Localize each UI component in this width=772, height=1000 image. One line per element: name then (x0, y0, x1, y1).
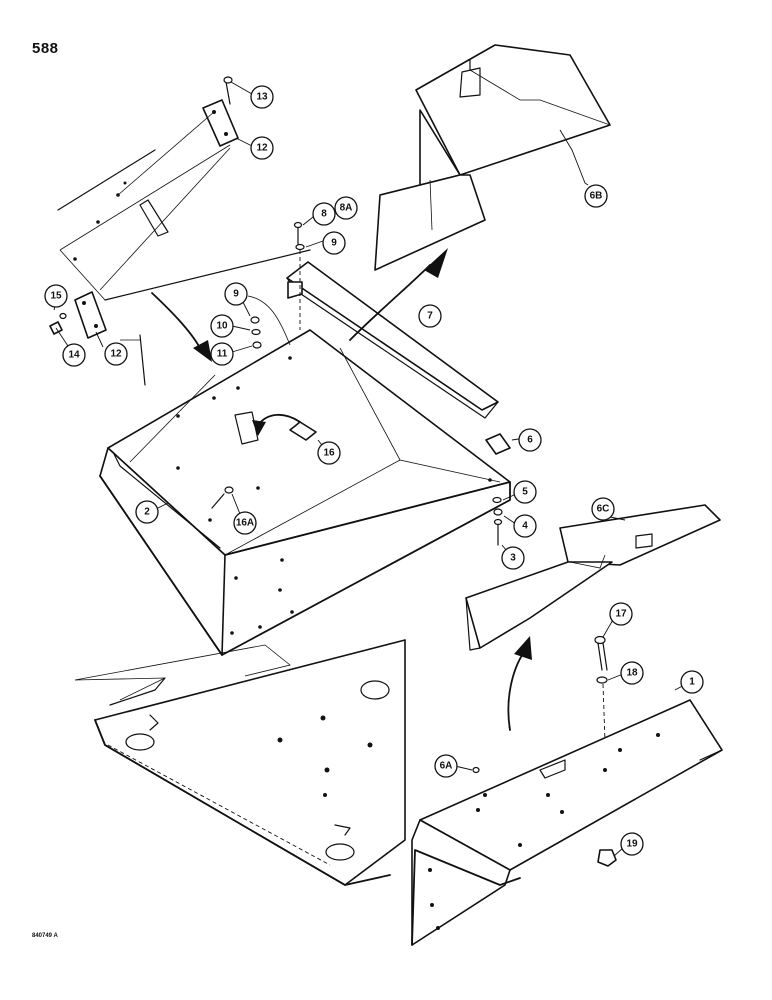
floor-plate-2 (99, 329, 511, 656)
callout-3: 3 (501, 546, 525, 570)
reference-panel-upper-left (57, 144, 311, 386)
callout-1: 1 (680, 670, 704, 694)
svg-text:16: 16 (323, 448, 335, 459)
shield-6B (374, 44, 611, 271)
svg-text:6C: 6C (597, 504, 610, 515)
svg-text:3: 3 (510, 553, 516, 564)
svg-text:19: 19 (626, 839, 638, 850)
svg-text:4: 4 (522, 521, 528, 532)
callout-2: 2 (135, 500, 159, 524)
svg-text:14: 14 (68, 350, 80, 361)
arrow-lower-right (507, 636, 532, 731)
callout-12-upper: 12 (250, 136, 274, 160)
base-frame (74, 639, 406, 886)
svg-text:7: 7 (427, 311, 433, 322)
arrow-upper-left (151, 292, 212, 362)
callout-6: 6 (518, 428, 542, 452)
cover-1 (411, 699, 723, 946)
callout-18: 18 (620, 661, 644, 685)
washer-nut-stack-left (247, 295, 291, 349)
svg-text:2: 2 (144, 507, 150, 518)
svg-text:12: 12 (110, 349, 122, 360)
bolt-6A (472, 766, 480, 774)
callout-13: 13 (250, 85, 274, 109)
plate-12-lower (49, 291, 107, 339)
callout-14: 14 (62, 343, 86, 367)
callout-16A: 16A (233, 511, 257, 535)
svg-text:11: 11 (217, 349, 228, 360)
svg-text:9: 9 (331, 238, 337, 249)
svg-text:5: 5 (522, 487, 528, 498)
bolt-16A (211, 486, 234, 509)
plate-12-upper (117, 76, 239, 196)
callout-9-upper: 9 (322, 231, 346, 255)
svg-text:10: 10 (216, 321, 228, 332)
callout-8A: 8A (334, 196, 358, 220)
callout-19: 19 (620, 832, 644, 856)
page-number: 588 (32, 40, 59, 57)
callout-6B: 6B (584, 184, 608, 208)
callout-17: 17 (609, 602, 633, 626)
svg-text:16A: 16A (236, 518, 254, 529)
callout-16: 16 (317, 441, 341, 465)
callout-9-left: 9 (224, 282, 248, 306)
svg-text:17: 17 (615, 609, 627, 620)
callout-15: 15 (44, 284, 68, 308)
svg-text:13: 13 (256, 92, 268, 103)
callout-4: 4 (513, 514, 537, 538)
svg-text:12: 12 (256, 143, 268, 154)
shield-6C (465, 504, 721, 651)
svg-text:1: 1 (689, 677, 695, 688)
svg-text:8: 8 (321, 209, 327, 220)
callout-6C: 6C (591, 497, 615, 521)
svg-text:15: 15 (50, 291, 62, 302)
callout-10: 10 (210, 314, 234, 338)
fastener-stack-right (485, 433, 511, 546)
callout-11: 11 (210, 342, 234, 366)
nut-19 (597, 849, 617, 867)
svg-text:6: 6 (527, 435, 533, 446)
callout-8: 8 (312, 202, 336, 226)
clip-16 (252, 413, 317, 441)
callout-5: 5 (513, 480, 537, 504)
drawing-code: 840749 A (32, 933, 58, 939)
svg-text:6A: 6A (440, 761, 453, 772)
svg-text:8A: 8A (340, 203, 353, 214)
svg-text:6B: 6B (590, 191, 603, 202)
arrow-upper-right (349, 248, 448, 341)
bolt-8-stack (293, 221, 305, 330)
callout-7: 7 (418, 304, 442, 328)
svg-text:18: 18 (626, 668, 638, 679)
callout-6A: 6A (434, 754, 458, 778)
callout-12-lower: 12 (104, 342, 128, 366)
svg-text:9: 9 (233, 289, 239, 300)
